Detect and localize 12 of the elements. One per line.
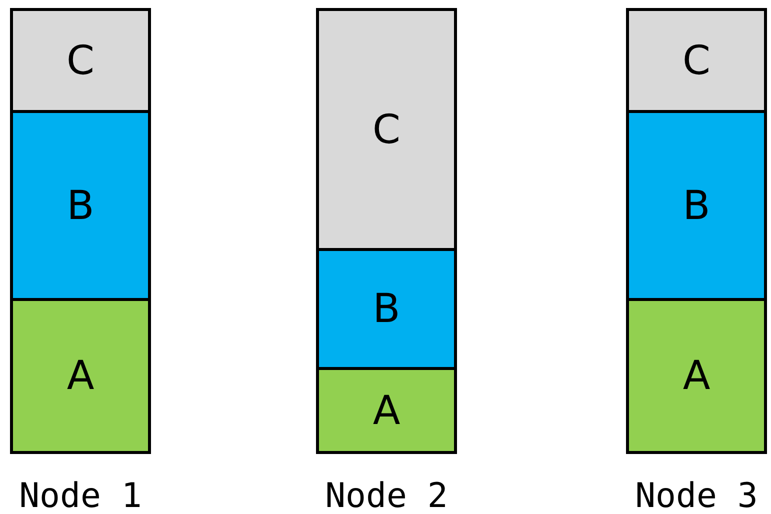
stack-segment: A — [626, 298, 767, 454]
column-label: Node 1 — [18, 476, 143, 514]
stack-segment: C — [626, 8, 767, 113]
stack-segment: A — [10, 298, 151, 454]
stack-segment: B — [316, 248, 457, 370]
stack-segment: C — [10, 8, 151, 113]
column-label: Node 3 — [634, 476, 759, 514]
stack-segment: A — [316, 367, 457, 454]
stack-segment: B — [626, 110, 767, 301]
stack-segment: C — [316, 8, 457, 251]
column-label: Node 2 — [324, 476, 449, 514]
stack-segment: B — [10, 110, 151, 301]
